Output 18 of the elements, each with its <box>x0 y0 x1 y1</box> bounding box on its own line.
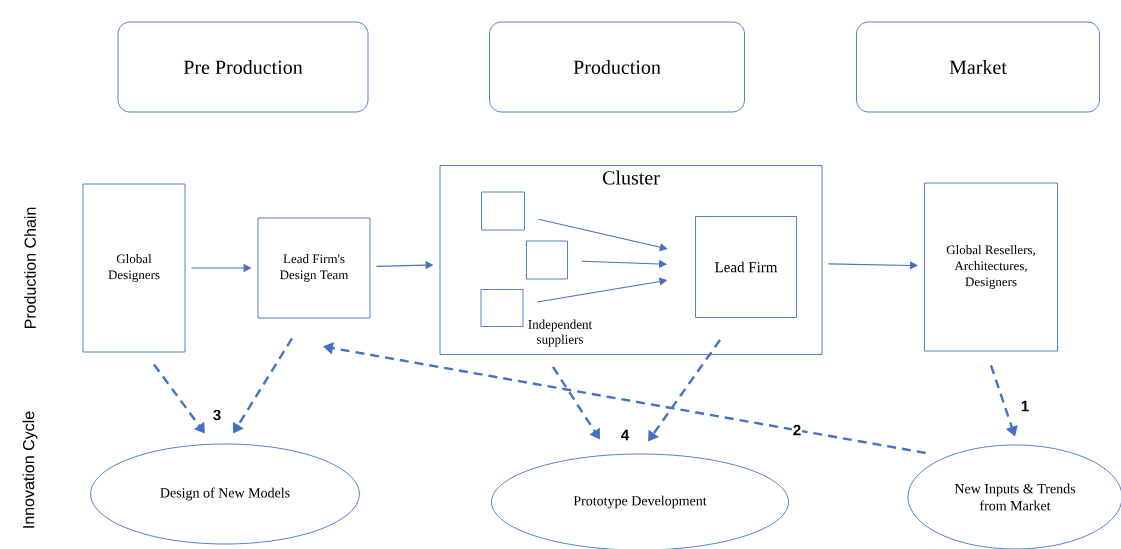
supplier-box <box>480 289 524 327</box>
stage-box: Market <box>856 21 1100 113</box>
edge-label: 2 <box>791 423 803 437</box>
arrow <box>538 218 668 252</box>
supplier-box <box>481 191 525 231</box>
edge-label: 1 <box>1019 399 1031 413</box>
process-box: Lead Firm's Design Team <box>257 217 371 319</box>
stage-box: Pre Production <box>117 21 369 113</box>
edge-label: 4 <box>619 428 631 442</box>
edge-label: 3 <box>211 408 223 422</box>
axis-label: Innovation Cycle <box>22 411 38 528</box>
process-box: Global Resellers, Architectures, Designers <box>924 182 1058 352</box>
supplier-box <box>526 240 568 280</box>
caption-text: Independent suppliers <box>528 319 593 347</box>
process-box: Global Designers <box>82 183 186 353</box>
stage-box: Production <box>489 21 745 113</box>
process-box: Lead Firm <box>695 216 797 318</box>
axis-label: Production Chain <box>24 207 36 329</box>
